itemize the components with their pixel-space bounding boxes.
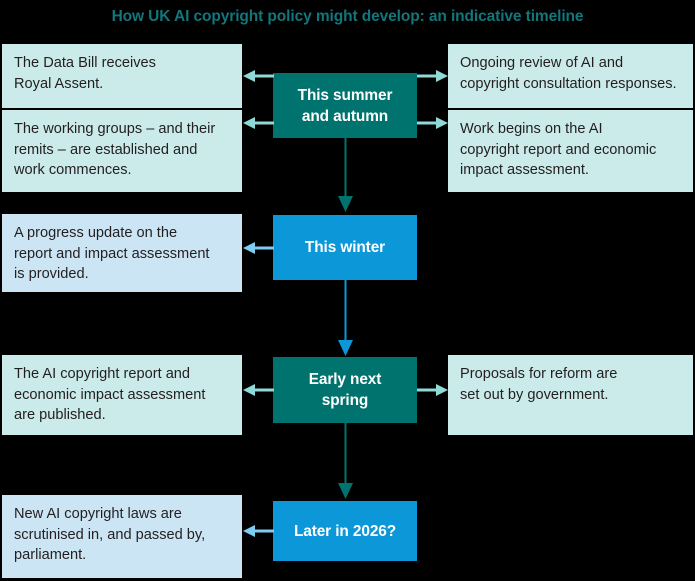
page-title: How UK AI copyright policy might develop… bbox=[111, 8, 584, 25]
arrow-spring-to-right-1 bbox=[417, 383, 448, 397]
arrow-summer-to-right-1 bbox=[417, 69, 448, 83]
panel-right-spring-1: Proposals for reform are set out by gove… bbox=[448, 355, 693, 435]
connector-summer-to-winter bbox=[337, 138, 354, 214]
panel-left-summer-1: The Data Bill receives Royal Assent. bbox=[2, 44, 242, 108]
node-early-next-spring[interactable]: Early next spring bbox=[273, 357, 417, 423]
connector-winter-to-spring bbox=[337, 280, 354, 358]
panel-left-spring-1: The AI copyright report and economic imp… bbox=[2, 355, 242, 435]
panel-left-winter-1: A progress update on the report and impa… bbox=[2, 214, 242, 292]
arrow-summer-to-left-1 bbox=[243, 69, 274, 83]
node-later-in-2026[interactable]: Later in 2026? bbox=[273, 501, 417, 561]
node-this-summer-and-autumn[interactable]: This summer and autumn bbox=[273, 73, 417, 138]
arrow-winter-to-left-1 bbox=[243, 241, 274, 255]
arrow-later2026-to-left-1 bbox=[243, 524, 274, 538]
connector-spring-to-later2026 bbox=[337, 423, 354, 501]
panel-right-summer-1: Ongoing review of AI and copyright consu… bbox=[448, 44, 693, 108]
panel-left-later2026-1: New AI copyright laws are scrutinised in… bbox=[2, 495, 242, 578]
node-this-winter[interactable]: This winter bbox=[273, 215, 417, 280]
panel-left-summer-2: The working groups – and their remits – … bbox=[2, 110, 242, 192]
arrow-summer-to-right-2 bbox=[417, 116, 448, 130]
arrow-spring-to-left-1 bbox=[243, 383, 274, 397]
panel-right-summer-2: Work begins on the AI copyright report a… bbox=[448, 110, 693, 192]
arrow-summer-to-left-2 bbox=[243, 116, 274, 130]
